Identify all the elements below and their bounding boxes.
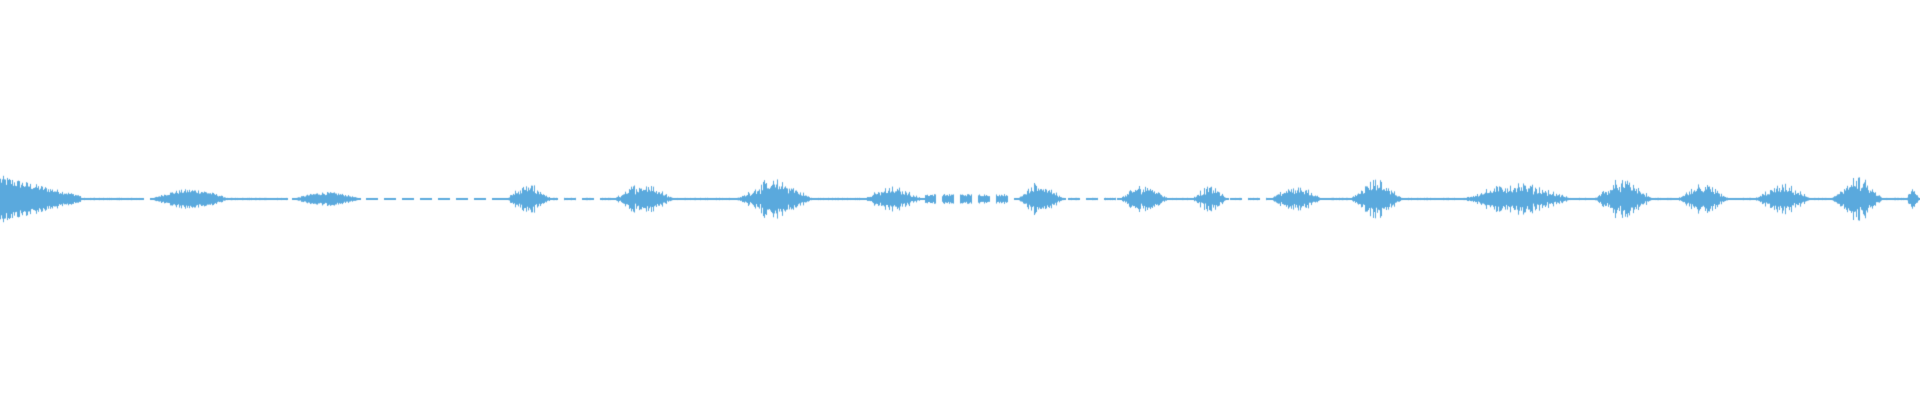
waveform-panel[interactable]	[0, 0, 1920, 400]
waveform-display[interactable]	[0, 0, 1920, 400]
